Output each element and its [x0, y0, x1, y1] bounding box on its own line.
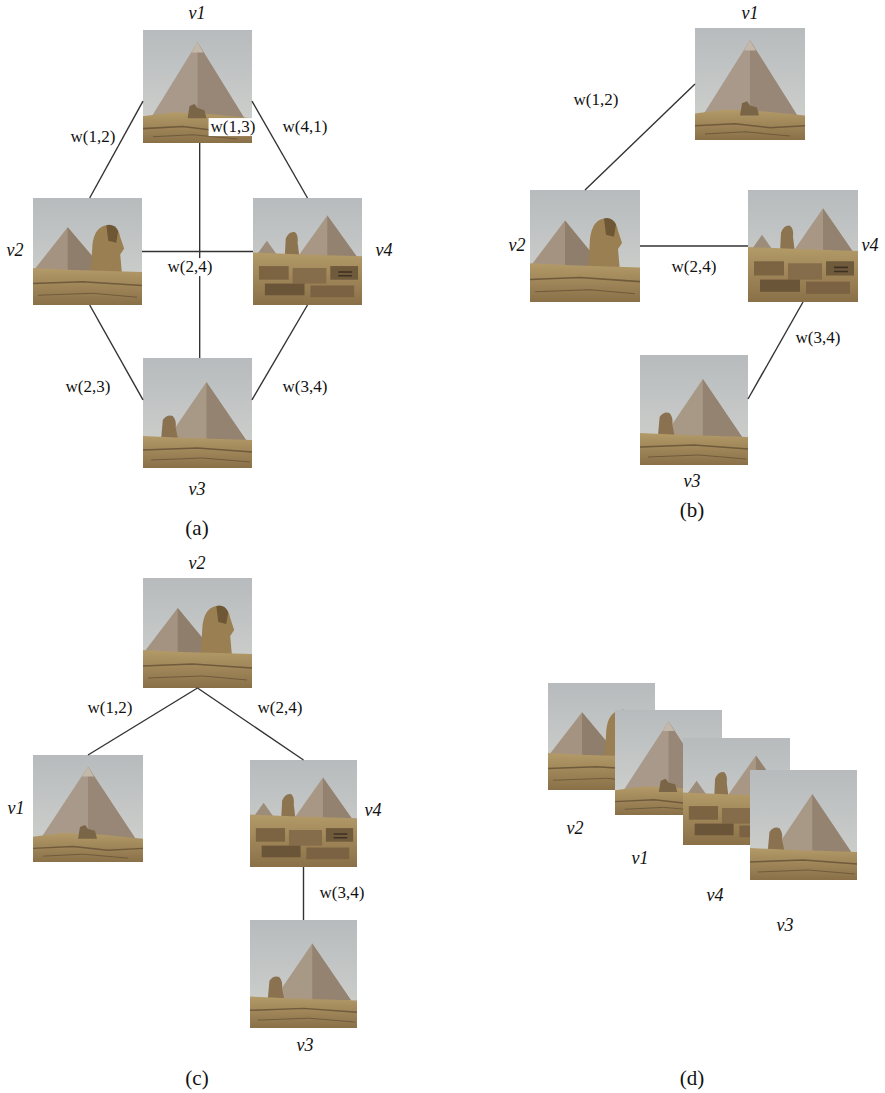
edge-weight: w(3,4)	[794, 329, 843, 347]
photo-node: v4	[748, 190, 858, 302]
edge-weight: w(3,4)	[318, 884, 367, 902]
edge-weight: w(1,3)	[209, 118, 258, 136]
panel-label: (a)	[185, 518, 208, 539]
photo-node: v2	[530, 190, 640, 302]
edge-weight: w(2,3)	[64, 378, 113, 396]
edge-weight: w(2,4)	[670, 258, 719, 276]
photo-node: v3	[250, 920, 357, 1028]
weight-edge	[142, 251, 253, 252]
photo-node: v2	[33, 198, 142, 305]
edge-weight: w(1,2)	[69, 128, 118, 146]
panel-label: (d)	[680, 1068, 705, 1089]
vertex-label: v2	[7, 241, 24, 259]
weight-edge	[198, 688, 304, 760]
panel-label: (c)	[185, 1068, 208, 1089]
photo	[640, 355, 748, 465]
vertex-label: v1	[8, 799, 25, 817]
photo	[748, 190, 858, 302]
photo	[141, 578, 252, 688]
photo	[33, 755, 143, 862]
vertex-label: v4	[365, 801, 382, 819]
edge-weight: w(3,4)	[281, 378, 330, 396]
vertex-label: v3	[777, 916, 794, 934]
photo-node: v2	[548, 683, 655, 790]
vertex-label: v1	[742, 4, 759, 22]
photo-node: v1	[33, 755, 143, 862]
weight-edge	[252, 101, 308, 198]
photo-node: v1	[695, 28, 805, 140]
photo-node: v2	[143, 578, 252, 688]
edge-weight: w(2,4)	[166, 258, 215, 276]
weight-edge	[88, 688, 198, 755]
weight-edge	[199, 143, 200, 358]
photo	[528, 190, 640, 302]
vertex-label: v4	[376, 241, 393, 259]
vertex-label: v1	[189, 4, 206, 22]
panel-label: (b)	[680, 500, 705, 521]
photo-node: v3	[750, 770, 857, 880]
vertex-label: v2	[189, 554, 206, 572]
photo-node: v4	[250, 760, 357, 867]
vertex-label: v2	[509, 236, 526, 254]
vertex-label: v1	[632, 849, 649, 867]
vertex-label: v3	[684, 472, 701, 490]
edge-weight: w(2,4)	[256, 699, 305, 717]
vertex-label: v2	[567, 819, 584, 837]
photo-node: v4	[683, 738, 790, 845]
photo-node: v1	[615, 710, 722, 815]
edge-weight: w(1,2)	[572, 91, 621, 109]
photo-node: v3	[143, 358, 252, 468]
edge-weight: w(4,1)	[281, 118, 330, 136]
weight-edge	[303, 867, 304, 920]
vertex-label: v3	[297, 1036, 314, 1054]
weight-edge	[90, 101, 143, 198]
photo	[31, 198, 142, 305]
photo	[750, 770, 857, 880]
photo	[695, 28, 805, 140]
photo-node: v4	[253, 198, 362, 305]
edge-weight: w(1,2)	[86, 699, 135, 717]
weight-edge	[640, 245, 748, 246]
vertex-label: v4	[862, 236, 879, 254]
photo	[250, 920, 357, 1028]
photo-node: v3	[640, 355, 748, 465]
photo	[253, 198, 362, 305]
photo	[143, 358, 252, 468]
photo	[250, 760, 357, 867]
weight-edge	[748, 302, 803, 399]
vertex-label: v3	[189, 480, 206, 498]
vertex-label: v4	[707, 886, 724, 904]
